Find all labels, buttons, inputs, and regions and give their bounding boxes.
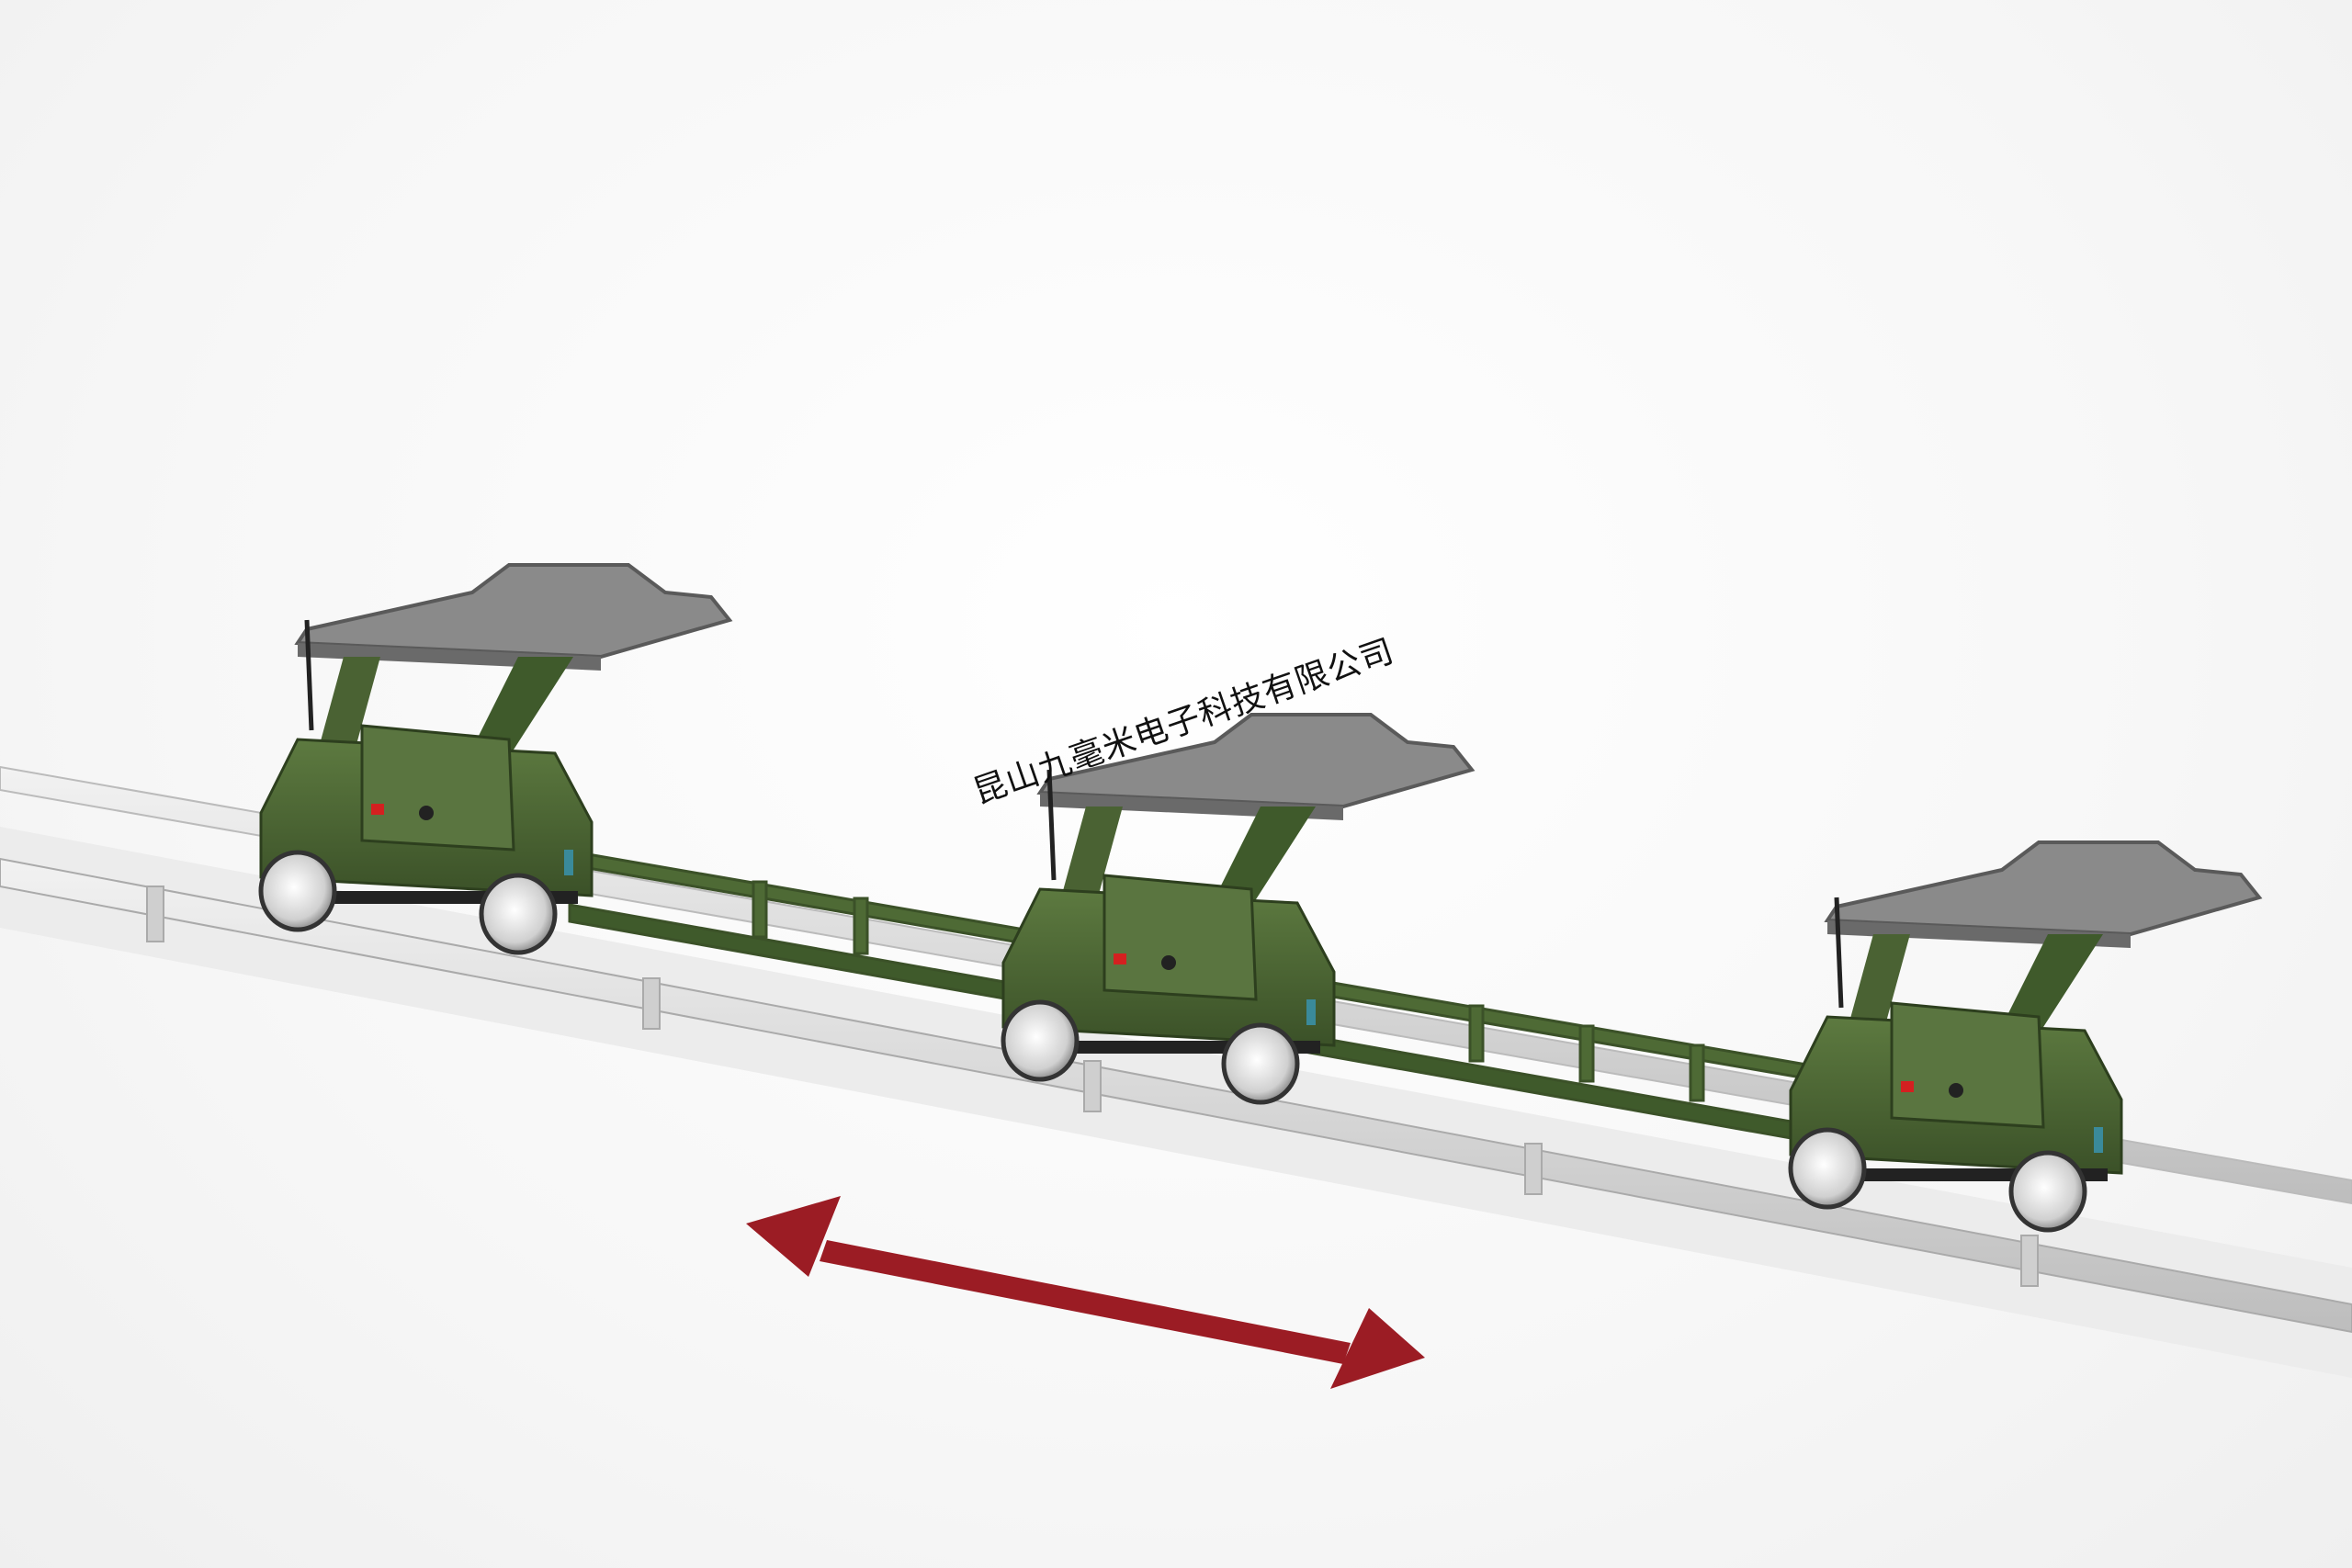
rail-front: [0, 857, 2352, 1334]
double-headed-arrow-icon: [746, 1196, 1425, 1389]
